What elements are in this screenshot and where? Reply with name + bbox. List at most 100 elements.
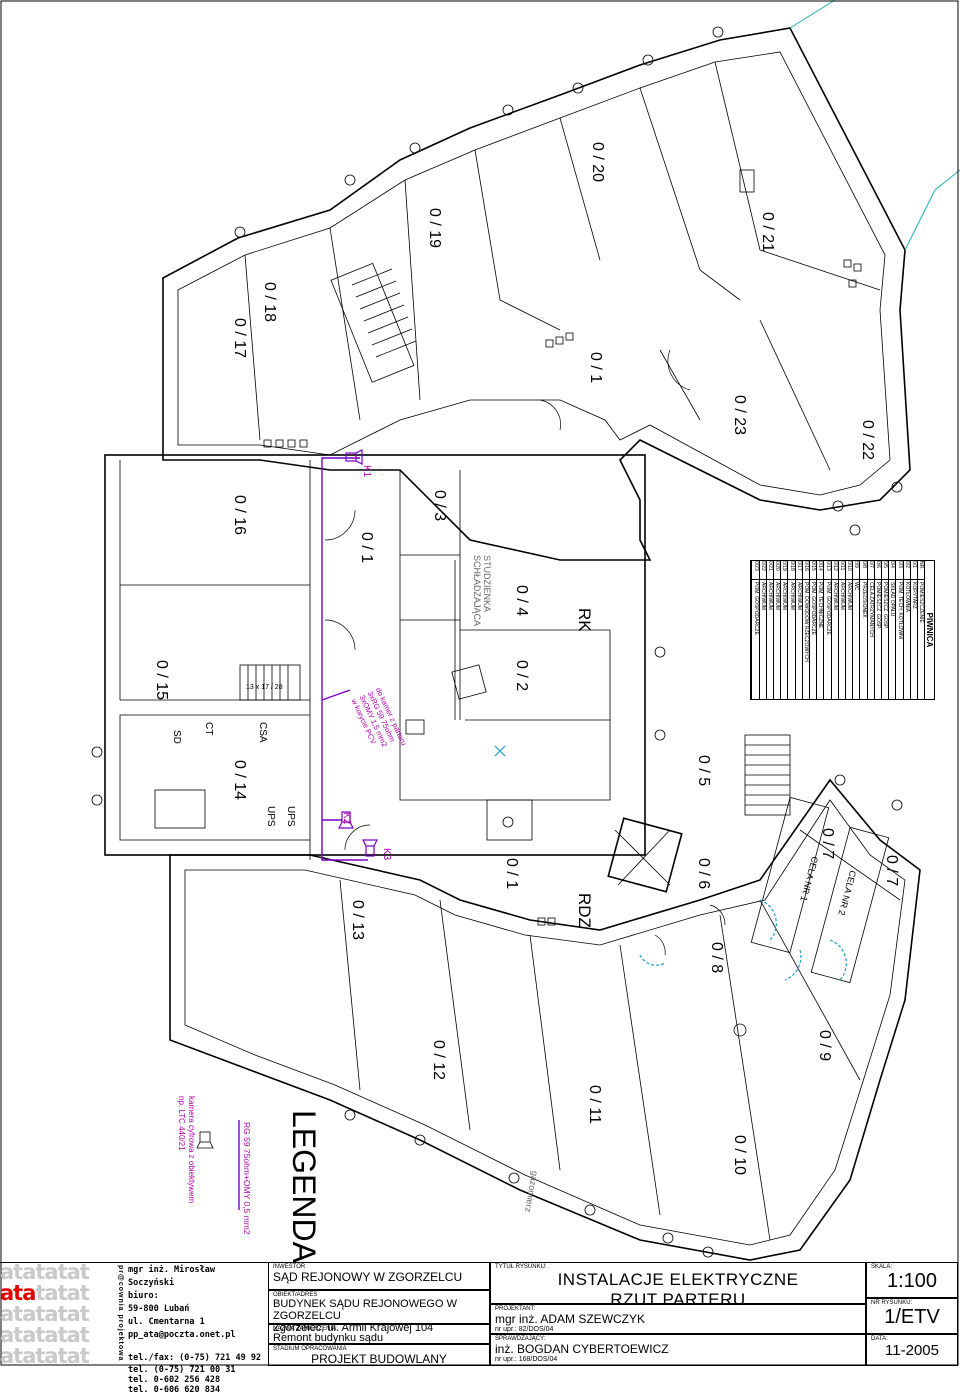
room-table-nr: 0/19 <box>781 561 788 580</box>
checker-label: SPRAWDZAJĄCY: <box>495 1336 546 1342</box>
logo-line: atatatat <box>0 1262 90 1284</box>
room-label-0-5: 0 / 5 <box>695 755 712 787</box>
stage-cell: STADIUM OPRACOWANIA PROJEKT BUDOWLANY <box>268 1344 490 1366</box>
legend-line-item: RG 59 75ohm+OMY 0,5 mm2 <box>242 1122 252 1235</box>
room-table-name: POM. TECHNICZNE <box>817 582 824 629</box>
room-table-name: POMIESZCZ. GOSP. <box>874 582 881 630</box>
scale-label: SKALA: <box>871 1264 893 1270</box>
logo-line: atatatat <box>0 1323 90 1347</box>
room-label-0-16: 0 / 16 <box>231 495 248 536</box>
inner-wall-south-wing <box>184 799 906 1246</box>
cell-1 <box>750 796 830 954</box>
room-table-nr: 0/13 <box>824 561 831 580</box>
room-label-0-22: 0 / 22 <box>859 420 876 461</box>
number-value: 1/ETV <box>884 1306 940 1328</box>
outer-wall-middle <box>104 454 646 856</box>
room-table-col-name: POMIESZCZENIE <box>918 582 924 623</box>
outer-wall-north-wing <box>162 27 911 561</box>
room-table-nr: 0/6 <box>874 561 881 580</box>
legend-symbols <box>196 1120 240 1210</box>
office-info: mgr inż. Mirosław Soczyński biuro: 59-80… <box>128 1264 266 1395</box>
object-address: Zgorzelec, ul. Armii Krajowej 104 <box>273 1322 434 1334</box>
window-markers <box>91 26 903 1258</box>
room-table-nr: 0/3 <box>896 561 903 580</box>
room-label-0-15: 0 / 15 <box>153 660 170 701</box>
checker-value: inż. BOGDAN CYBERTOEWICZ <box>495 1342 669 1356</box>
room-table-nr: 0/2 <box>903 561 910 580</box>
room-table-nr: 0/4 <box>889 561 896 580</box>
room-label-0-1-south: 0 / 1 <box>503 858 520 890</box>
door-swings <box>324 349 847 981</box>
room-table-name: ARCHIWUM <box>774 582 781 611</box>
room-label-0-6: 0 / 6 <box>695 858 712 890</box>
label-rk: RK <box>575 608 594 632</box>
room-table-name: ARCHIWUM <box>766 582 773 611</box>
office-biuro: biuro: <box>128 1291 159 1301</box>
logo-line-highlight: atatatat <box>0 1283 125 1304</box>
room-table-name: ARCHIWUM <box>788 582 795 611</box>
label-k1: K1 <box>361 465 372 478</box>
label-studzienka: STUDZIENKA SCHŁADZAJĄCA <box>472 555 492 627</box>
room-label-0-9: 0 / 9 <box>816 1030 833 1062</box>
number-cell: NR RYSUNKU: 1/ETV <box>866 1298 958 1334</box>
room-table-nr: 0/15 <box>809 561 817 580</box>
date-cell: DATA: 11-2005 <box>866 1334 958 1366</box>
label-k2: K2 <box>341 812 352 825</box>
office-side-label: pr@cownia projektowa <box>117 1265 124 1362</box>
room-table-name: WC <box>853 582 860 591</box>
designer-label: PROJEKTANT: <box>495 1306 536 1312</box>
staircase-west <box>239 664 301 701</box>
designer-license: nr upr.: 82/DOS/04 <box>495 1326 554 1333</box>
staircase-north <box>330 262 417 383</box>
room-table-nr: 0/16 <box>802 561 809 580</box>
scope-label: NAZWA ZAMIERZENIA: <box>273 1326 338 1332</box>
room-label-0-1-middle: 0 / 1 <box>358 532 375 564</box>
room-table-name: POM. TECH. KOTŁOWNI <box>896 582 903 640</box>
room-table-nr: 0/20 <box>773 561 781 580</box>
office-tel3: tel. 0-606 620 834 <box>128 1385 221 1395</box>
room-label-0-23: 0 / 23 <box>731 395 748 436</box>
room-table-nr: 0/18 <box>788 561 795 580</box>
label-stair-note: 13 x 17 / 28 <box>246 684 283 691</box>
label-rdz: RDZ <box>575 893 594 928</box>
room-table-header: NR. POMIESZCZENIE <box>917 560 924 700</box>
room-table-nr: 0/8 <box>860 561 867 580</box>
room-label-0-7-b: 0 / 7 <box>883 855 900 887</box>
room-label-0-11: 0 / 11 <box>586 1085 603 1124</box>
drawing-title-cell: TYTUŁ RYSUNKU: INSTALACJE ELEKTRYCZNE RZ… <box>490 1262 866 1309</box>
label-ups-2: UPS <box>285 806 296 827</box>
legend-camera-1: kamera cyfrowa z obiektywem <box>187 1096 196 1204</box>
investor-label: INWESTOR <box>273 1264 306 1270</box>
room-label-0-10: 0 / 10 <box>731 1135 748 1176</box>
room-table-name: ARCHIWUM <box>759 582 766 611</box>
designer-value: mgr inż. ADAM SZEWCZYK <box>495 1312 646 1326</box>
logo-highlight: ata <box>0 1281 36 1305</box>
legend-title: LEGENDA <box>286 1110 322 1263</box>
scale-cell: SKALA: 1:100 <box>866 1262 958 1298</box>
date-label: DATA: <box>871 1336 888 1342</box>
office-email: pp_ata@poczta.onet.pl <box>128 1330 236 1340</box>
office-street: ul. Cmentarna 1 <box>128 1317 205 1327</box>
legend-camera: kamera cyfrowa z obiektywem np. LTC 440/… <box>176 1096 196 1203</box>
outer-wall-south-wing <box>169 778 921 1261</box>
scope-cell: NAZWA ZAMIERZENIA: Remont budynku sądu <box>268 1324 490 1344</box>
room-table-nr: 0/10 <box>845 561 853 580</box>
terrain-edge <box>789 0 960 251</box>
room-label-0-2: 0 / 2 <box>513 660 530 692</box>
label-k3: K3 <box>381 848 392 861</box>
room-table-nr: 0/14 <box>817 561 824 580</box>
room-label-0-21: 0 / 21 <box>759 212 776 253</box>
